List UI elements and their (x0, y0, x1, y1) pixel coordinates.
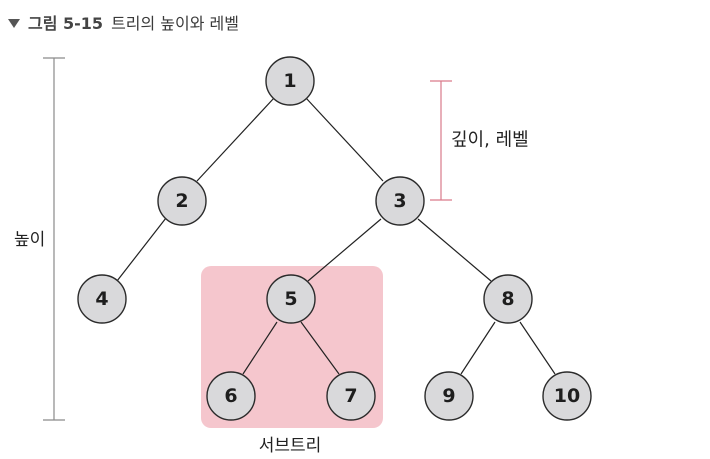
edge-1-3 (305, 97, 384, 182)
height-bracket (43, 57, 65, 421)
height-label: 높이 (14, 230, 45, 250)
edge-5-6 (242, 321, 278, 375)
node-label: 4 (95, 288, 108, 310)
node-label: 5 (284, 288, 297, 310)
edge-5-7 (300, 321, 340, 375)
tree-node: 6 (206, 371, 256, 421)
tree-node: 7 (326, 371, 376, 421)
edge-3-5 (307, 218, 382, 282)
edge-3-8 (417, 218, 492, 282)
tree-node: 3 (375, 176, 425, 226)
edge-1-2 (196, 97, 275, 182)
figure-title: 트리의 높이와 레벨 (111, 14, 239, 33)
tree-node: 8 (483, 274, 533, 324)
node-label: 8 (501, 288, 514, 310)
tree-node: 1 (265, 56, 315, 106)
tree-node: 4 (77, 274, 127, 324)
node-label: 1 (283, 70, 296, 92)
node-label: 7 (344, 385, 357, 407)
node-label: 9 (442, 385, 455, 407)
tree-node: 9 (424, 371, 474, 421)
depth-level-bracket (430, 80, 452, 201)
tree-node: 2 (157, 176, 207, 226)
edge-2-4 (116, 217, 167, 282)
depth-level-label: 깊이, 레벨 (451, 130, 529, 151)
figure-number: 그림 5-15 (28, 14, 104, 33)
node-label: 6 (224, 385, 237, 407)
tree-node: 10 (542, 371, 592, 421)
edge-8-10 (519, 321, 556, 375)
node-label: 10 (554, 385, 580, 407)
node-label: 2 (175, 190, 188, 212)
node-label: 3 (393, 190, 406, 212)
triangle-down-icon (8, 18, 20, 28)
edge-8-9 (460, 321, 496, 375)
subtree-label: 서브트리 (259, 436, 322, 456)
tree-edges (116, 97, 556, 375)
figure-header: 그림 5-15 트리의 높이와 레벨 (8, 10, 239, 34)
tree-node: 5 (266, 274, 316, 324)
